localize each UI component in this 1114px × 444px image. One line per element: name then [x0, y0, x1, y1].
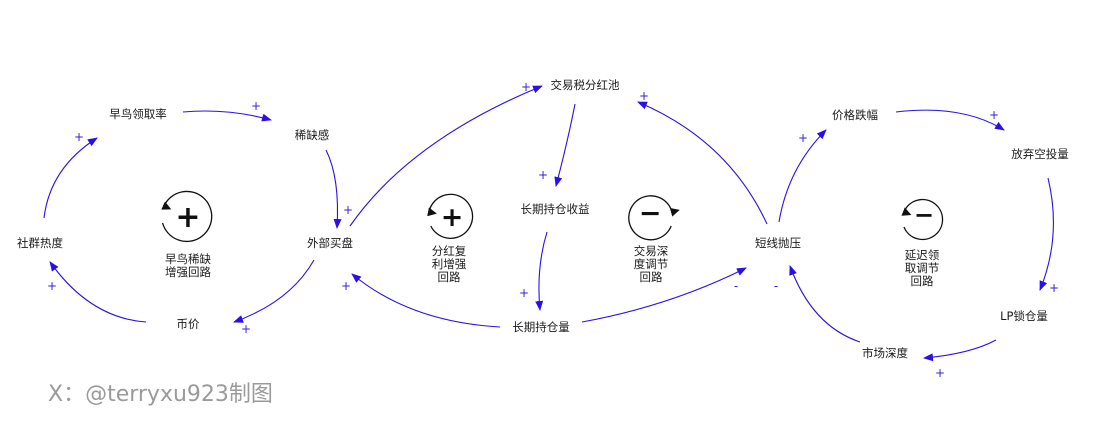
- node-community-heat: 社群热度: [17, 236, 63, 250]
- node-scarcity: 稀缺感: [295, 128, 330, 142]
- node-external-buying: 外部买盘: [307, 236, 353, 250]
- edge-early-to-scarcity: [182, 110, 272, 122]
- polarity-dumping-to-drop: +: [798, 131, 808, 145]
- edge-lp-to-depth: [923, 339, 997, 362]
- loop-label-delay-claim-line3: 回路: [911, 274, 934, 288]
- watermark-credit: X：@terryxu923制图: [48, 382, 273, 407]
- edge-pool-to-yield: [554, 103, 576, 187]
- loop-label-delay-claim-line2: 取调节: [905, 261, 940, 275]
- node-early-bird-rate: 早鸟领取率: [109, 107, 167, 121]
- loop-symbol-delay-claim: −: [901, 198, 944, 241]
- polarity-yield-to-holding: +: [519, 286, 529, 300]
- loop-sign-trade-depth: −: [639, 198, 662, 229]
- polarity-lp-to-depth: +: [935, 366, 945, 380]
- loop-arrow-icon: [901, 198, 944, 241]
- node-dividend-pool: 交易税分红池: [551, 78, 620, 92]
- loop-arrow-icon: [427, 193, 474, 239]
- edge-yield-to-holding: [535, 231, 548, 311]
- polarity-dumping-to-pool: +: [639, 89, 649, 103]
- loop-label-trade-depth-line2: 度调节: [634, 257, 669, 271]
- loop-arrow-icon: [161, 190, 213, 243]
- node-lp-locked: LP锁仓量: [1000, 309, 1048, 323]
- loop-label-delay-claim-line1: 延迟领: [905, 248, 940, 262]
- polarity-holding-to-buying: +: [341, 279, 351, 293]
- node-long-term-holding: 长期持仓量: [512, 320, 570, 334]
- loop-symbol-trade-depth: −: [628, 195, 680, 241]
- polarity-pool-to-yield: +: [538, 168, 548, 182]
- polarity-holding-to-dumping: -: [734, 279, 738, 293]
- node-abandon-shorting: 放弃空投量: [1011, 147, 1069, 161]
- loop-arrow-icon: [628, 195, 680, 241]
- loop-sign-dividend: +: [441, 202, 464, 233]
- node-price-drop: 价格跌幅: [832, 108, 878, 122]
- edge-depth-to-dumping: [789, 265, 861, 343]
- loop-label-dividend-line3: 回路: [438, 270, 461, 284]
- edge-holding-to-buying: [351, 273, 501, 328]
- edge-holding-to-dumping: [581, 267, 747, 323]
- node-market-depth: 市场深度: [862, 346, 908, 360]
- polarity-heat-to-early: +: [74, 130, 84, 144]
- edge-dumping-to-pool: [637, 101, 768, 225]
- loop-label-dividend-line1: 分红复: [432, 244, 467, 258]
- loop-symbol-early-bird: +: [161, 190, 213, 243]
- edge-abandon-to-lp: [1039, 177, 1054, 291]
- edge-buying-to-price: [233, 259, 315, 323]
- edge-scarcity-to-buying: [325, 149, 342, 229]
- polarity-buying-to-pool: +: [521, 80, 531, 94]
- edge-buying-to-pool: [349, 85, 543, 227]
- loop-label-trade-depth-line3: 回路: [640, 270, 663, 284]
- loop-label-trade-depth-line1: 交易深: [634, 244, 669, 258]
- edge-drop-to-abandon: [895, 109, 1005, 131]
- edge-heat-to-early: [43, 137, 98, 219]
- node-short-term-dumping: 短线抛压: [755, 236, 801, 250]
- loop-sign-delay-claim: −: [914, 201, 934, 229]
- polarity-buying-to-price: +: [241, 322, 251, 336]
- loop-label-early-bird-line2: 增强回路: [165, 265, 211, 279]
- polarity-abandon-to-lp: +: [1049, 281, 1059, 295]
- loop-sign-early-bird: +: [175, 200, 200, 235]
- loop-symbol-dividend: +: [427, 193, 474, 239]
- loop-label-early-bird-line1: 早鸟稀缺: [165, 252, 211, 266]
- node-coin-price: 币价: [177, 317, 200, 331]
- polarity-early-to-scarcity: +: [251, 99, 261, 113]
- edge-dumping-to-drop: [778, 129, 827, 223]
- polarity-drop-to-abandon: +: [989, 108, 999, 122]
- edge-price-to-heat: [49, 261, 147, 323]
- node-long-term-yield: 长期持仓收益: [521, 202, 590, 216]
- polarity-scarcity-to-buying: +: [343, 203, 353, 217]
- loop-label-dividend-line2: 利增强: [432, 257, 467, 271]
- polarity-price-to-heat: +: [47, 279, 57, 293]
- polarity-depth-to-dumping: -: [774, 279, 778, 293]
